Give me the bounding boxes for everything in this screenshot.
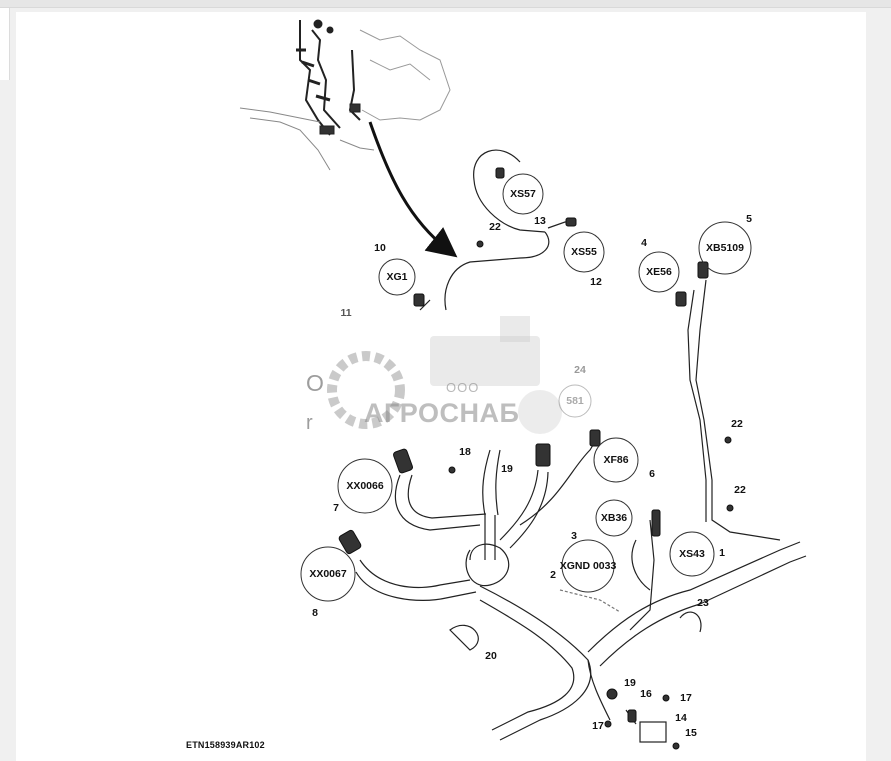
overview-inset (239, 19, 451, 171)
connector-label: XS43 (679, 548, 705, 560)
connector-label: XGND 0033 (559, 560, 617, 572)
part-number: 17 (592, 720, 604, 732)
callout-number: 2 (550, 569, 556, 581)
part-number: 14 (675, 712, 687, 724)
connector-label: XB5109 (706, 242, 744, 254)
part-number: 16 (640, 688, 652, 700)
callout-number: 8 (312, 607, 318, 619)
figure-id: ETN158939AR102 (186, 740, 265, 750)
part-number: 18 (459, 446, 471, 458)
part-number: 15 (685, 727, 697, 739)
ghost-letter: О (306, 370, 324, 396)
callout-number: 4 (641, 237, 647, 249)
watermark-prefix: ООО (446, 380, 480, 395)
connector-label: XE56 (646, 266, 672, 278)
harness-main (355, 149, 807, 743)
connector-label: XX0066 (346, 480, 384, 492)
code-circles (300, 173, 752, 602)
connector-label: XX0067 (309, 568, 347, 580)
connector-label: XB36 (600, 512, 628, 524)
part-number: 19 (624, 677, 636, 689)
callout-number: 7 (333, 502, 339, 514)
callout-number: 6 (649, 468, 655, 480)
part-number: 23 (697, 597, 709, 609)
callout-number: 13 (534, 215, 546, 227)
connector-label: XS55 (571, 246, 597, 258)
ghost-letter: r (306, 412, 313, 434)
callout-number: 3 (571, 530, 577, 542)
callout-number: 10 (374, 242, 386, 254)
callout-number: 24 (574, 364, 586, 376)
connector-label: XG1 (386, 271, 408, 283)
side-panel (0, 8, 10, 80)
watermark-company: АГРОСНАБ (364, 398, 520, 428)
part-number: 19 (501, 463, 513, 475)
diagram-sheet (16, 12, 866, 761)
part-number: 20 (485, 650, 497, 662)
part-number: 22 (734, 484, 746, 496)
callout-number: 5 (746, 213, 752, 225)
callout-number: 12 (590, 276, 602, 288)
watermark-logo (327, 316, 562, 434)
part-number: 22 (489, 221, 501, 233)
browser-top-bar (0, 0, 891, 8)
part-number: 11 (340, 307, 352, 319)
part-number: 17 (680, 692, 692, 704)
connector-heads (338, 167, 734, 750)
part-number: 22 (731, 418, 743, 430)
connector-label: XS57 (510, 188, 536, 200)
callout-number: 1 (719, 547, 725, 559)
connector-label: 581 (566, 395, 584, 407)
connector-label: XF86 (603, 454, 629, 466)
